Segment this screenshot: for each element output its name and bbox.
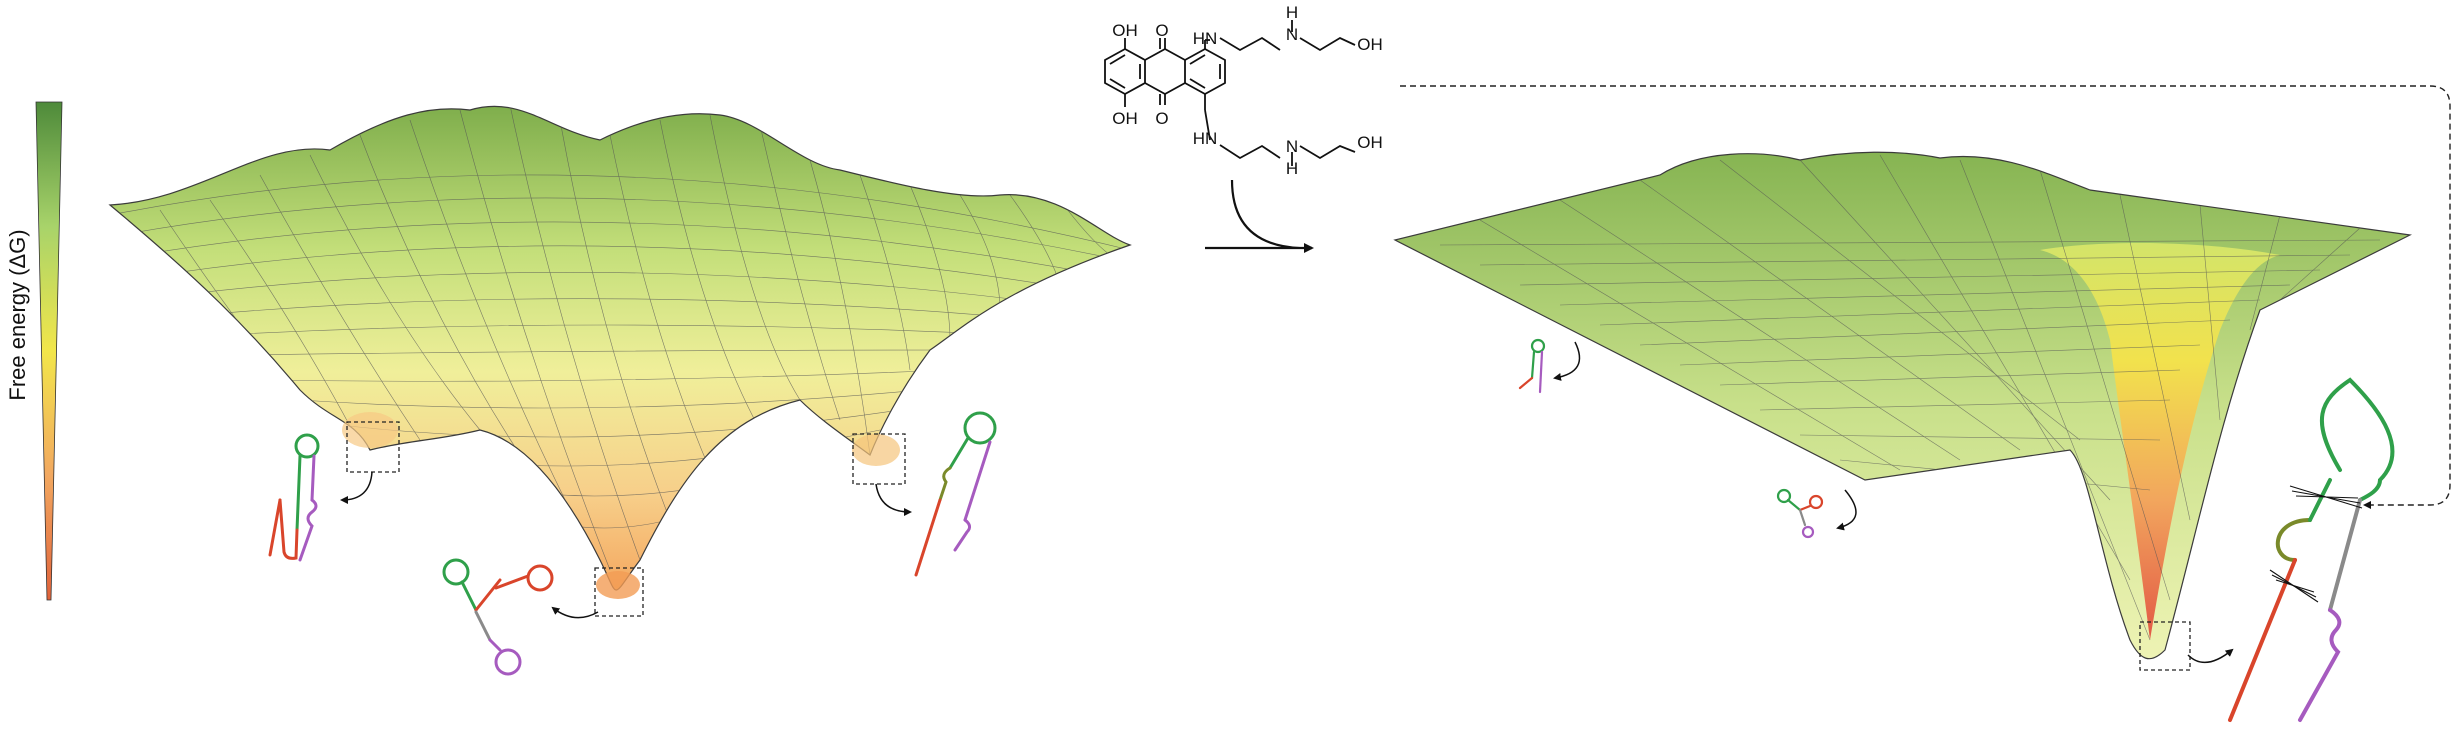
- rna-structure-3: [914, 411, 997, 577]
- well-arrow-1: [340, 471, 373, 504]
- rna-structure-2: [442, 558, 554, 676]
- molecule-labels: OH OH O O HN HN N H N H OH OH: [1112, 3, 1383, 178]
- oh-label-bottom: OH: [1112, 109, 1138, 128]
- feedback-dashed-connector: [1400, 85, 2451, 509]
- left-energy-landscape: [108, 105, 1132, 599]
- rna-structure-bound: [2228, 377, 2395, 722]
- right-arrow-2: [1836, 489, 1857, 531]
- oh-label-top: OH: [1112, 21, 1138, 40]
- well-box-1: [346, 421, 400, 473]
- well-arrow-3: [875, 483, 912, 516]
- mitoxantrone-molecule: [1104, 20, 1356, 166]
- nh-h-label-top: H: [1286, 3, 1298, 22]
- drug-bound-marks: [2269, 485, 2363, 603]
- free-energy-scale-bar: [35, 101, 63, 601]
- binding-arrow: [1205, 179, 1312, 248]
- right-energy-landscape: [1393, 151, 2412, 660]
- well-box-3: [852, 433, 906, 485]
- carbonyl-label-top: O: [1155, 21, 1168, 40]
- amine-label-top: HN: [1193, 29, 1218, 48]
- well-arrow-2: [551, 606, 599, 619]
- well-box-2: [594, 567, 644, 617]
- right-arrow-1: [1553, 341, 1581, 381]
- deep-well-arrow: [2187, 648, 2234, 664]
- rna-structure-1: [268, 433, 320, 562]
- deep-well-box: [2139, 621, 2191, 671]
- rna-structure-5: [1776, 488, 1824, 539]
- y-axis-label: Free energy (ΔG): [5, 229, 30, 401]
- oh-tail-label-bottom: OH: [1357, 133, 1383, 152]
- carbonyl-label-bottom: O: [1155, 109, 1168, 128]
- oh-tail-label-top: OH: [1357, 35, 1383, 54]
- nh-n-label-top: N: [1286, 25, 1298, 44]
- nh-h-label-bottom: H: [1286, 159, 1298, 178]
- rna-structure-4: [1518, 338, 1546, 394]
- amine-label-bottom: HN: [1193, 129, 1218, 148]
- nh-n-label-bottom: N: [1286, 137, 1298, 156]
